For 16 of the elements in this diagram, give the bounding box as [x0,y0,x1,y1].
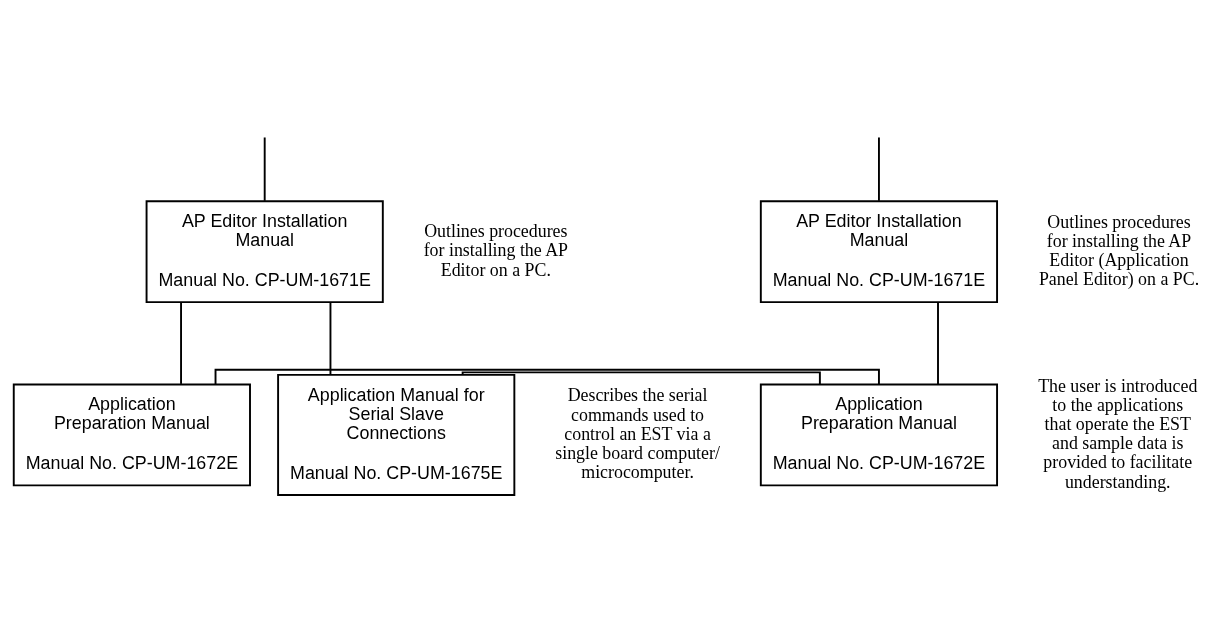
connector [878,136,880,202]
connector [329,300,332,376]
node-label: Outlines procedures for installing the AP Editor (Application Panel Editor) on a PC. [1038,211,1200,289]
node-box: Application Manual for Serial Slave Connections Manual No. CP-UM-1675E [277,373,516,496]
connector [461,370,821,385]
node-label: Describes the serial commands used to control an EST via a single board computer/microcomputer. [555,384,720,482]
node-box: AP Editor Installation Manual Manual No. CP-UM-1671E [759,199,999,303]
node-label: The user is introduced to the applications that operate the EST and sample data is provided to facilitate understanding. [1038,375,1198,492]
node-box: Application Preparation Manual Manual No. CP-UM-1672E [759,383,999,486]
node-label: Outlines procedures for installing the AP Editor on a PC. [423,220,569,280]
connector [180,300,182,385]
node-box: Application Preparation Manual Manual No. CP-UM-1672E [12,383,251,486]
node-box: AP Editor Installation Manual Manual No. CP-UM-1671E [145,199,384,303]
connector [937,300,939,385]
connector [263,136,266,202]
connector [214,368,880,385]
